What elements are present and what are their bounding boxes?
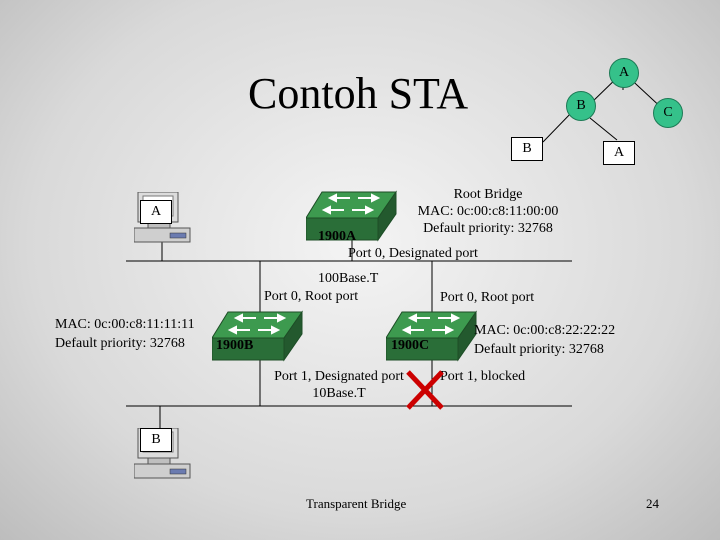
- link-top-label: 100Base.T: [318, 271, 379, 286]
- tree-leaf-b: B: [511, 137, 543, 161]
- switch-1900c-label: 1900C: [391, 338, 430, 353]
- slide-title: Contoh STA: [248, 69, 469, 118]
- a-port0-label: Port 0, Designated port: [348, 246, 478, 261]
- root-bridge-title: Root Bridge: [453, 187, 523, 202]
- switch-icon: [211, 310, 303, 362]
- c-mac-label: MAC: 0c:00:c8:22:22:22: [474, 323, 616, 338]
- tree-node-c: C: [653, 98, 683, 128]
- blocked-x-icon: [404, 368, 446, 417]
- footer-caption: Transparent Bridge: [306, 496, 407, 511]
- switch-icon: [305, 190, 397, 242]
- b-mac-label: MAC: 0c:00:c8:11:11:11: [55, 317, 195, 332]
- switch-1900c: [385, 310, 478, 367]
- b-priority-label: Default priority: 32768: [55, 336, 185, 351]
- pc-b-label: B: [140, 428, 172, 452]
- switch-1900b: [211, 310, 304, 367]
- root-bridge-priority: Default priority: 32768: [423, 221, 553, 236]
- b-port1-role: Port 1, Designated port: [274, 369, 404, 384]
- c-port1-label: Port 1, blocked: [440, 369, 526, 384]
- switch-icon: [385, 310, 477, 362]
- c-priority-label: Default priority: 32768: [474, 342, 604, 357]
- root-bridge-mac: MAC: 0c:00:c8:11:00:00: [417, 204, 559, 219]
- switch-1900b-label: 1900B: [216, 338, 254, 353]
- b-port1-label: Port 1, Designated port 10Base.T: [262, 368, 416, 402]
- tree-leaf-a: A: [603, 141, 635, 165]
- b-port0-label: Port 0, Root port: [264, 289, 359, 304]
- root-bridge-info: Root Bridge MAC: 0c:00:c8:11:00:00 Defau…: [398, 186, 578, 237]
- switch-1900a: [305, 190, 398, 247]
- b-port1-medium: 10Base.T: [312, 386, 366, 401]
- tree-node-b: B: [566, 91, 596, 121]
- pc-a-label: A: [140, 200, 172, 224]
- tree-node-a: A: [609, 58, 639, 88]
- page-number: 24: [646, 496, 659, 511]
- c-port0-label: Port 0, Root port: [440, 290, 535, 305]
- switch-1900a-label: 1900A: [318, 229, 357, 244]
